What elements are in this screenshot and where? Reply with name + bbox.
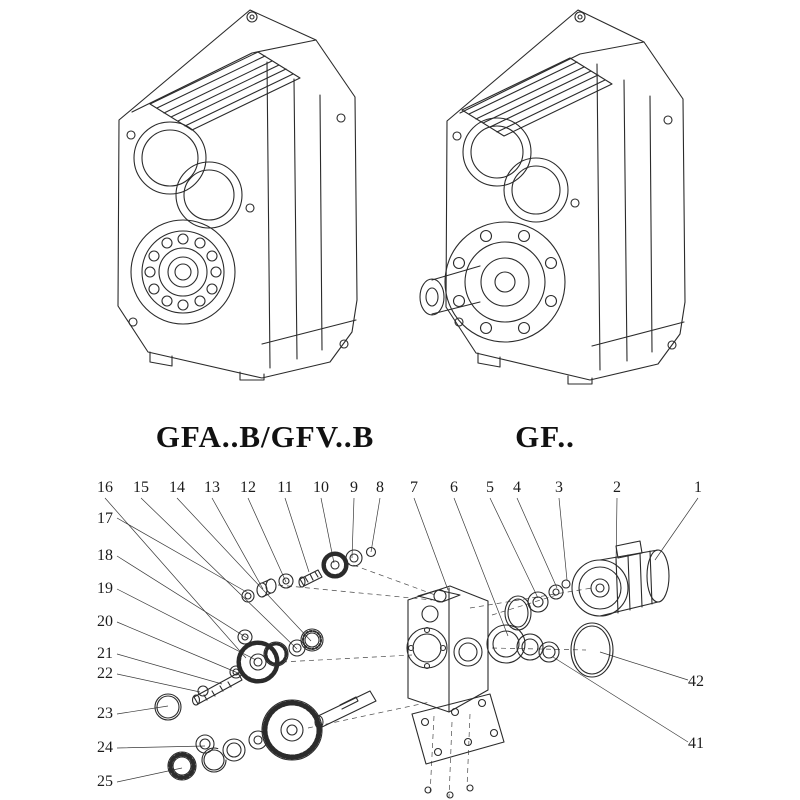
callout-42: 42 (688, 673, 704, 690)
callout-2: 2 (613, 479, 621, 496)
part-intermediate-gear-set (229, 628, 324, 684)
part-cover-plate (411, 693, 505, 799)
callout-9: 9 (350, 479, 358, 496)
output-bearing (130, 219, 236, 325)
callout-17: 17 (97, 510, 113, 527)
part-motor-side-small-parts (504, 579, 571, 631)
callout-4: 4 (513, 479, 521, 496)
caption-gfab: GFA..B/GFV..B (156, 419, 375, 454)
callouts-top-row: 16 15 14 13 12 11 10 9 8 7 6 5 4 3 2 1 (97, 479, 702, 496)
assembly-axis-lines (277, 561, 593, 799)
output-flange-shaft (419, 221, 566, 343)
callout-15: 15 (133, 479, 149, 496)
leader-lines-top (104, 497, 699, 659)
part-input-shaft (154, 672, 243, 721)
part-output-rings (486, 622, 614, 678)
callout-19: 19 (97, 580, 113, 597)
caption-gf: GF.. (515, 419, 575, 454)
callout-16: 16 (97, 479, 113, 496)
callout-13: 13 (204, 479, 220, 496)
part-housing (406, 585, 489, 713)
callout-1: 1 (694, 479, 702, 496)
callout-12: 12 (240, 479, 256, 496)
part-output-shaft-set (167, 690, 377, 781)
callout-41: 41 (688, 735, 704, 752)
callouts-right-column: 42 41 (688, 673, 704, 752)
callout-21: 21 (97, 645, 113, 662)
exploded-view: 16 15 14 13 12 11 10 9 8 7 6 5 4 3 2 1 1… (97, 479, 704, 799)
callout-14: 14 (169, 479, 185, 496)
callout-24: 24 (97, 739, 113, 756)
callout-5: 5 (486, 479, 494, 496)
callout-22: 22 (97, 665, 113, 682)
bearing-bores (462, 117, 569, 223)
callouts-left-column: 17 18 19 20 21 22 23 24 25 (97, 510, 113, 790)
leader-lines-left (116, 517, 257, 783)
callout-11: 11 (277, 479, 292, 496)
callout-8: 8 (376, 479, 384, 496)
callout-3: 3 (555, 479, 563, 496)
figure-right-gearbox (419, 9, 686, 385)
callout-7: 7 (410, 479, 418, 496)
leader-lines-right (552, 651, 689, 743)
callout-25: 25 (97, 773, 113, 790)
part-input-small-parts (241, 546, 377, 603)
callout-6: 6 (450, 479, 458, 496)
callout-23: 23 (97, 705, 113, 722)
cooling-fins (461, 57, 613, 137)
callout-18: 18 (97, 547, 113, 564)
callout-10: 10 (313, 479, 329, 496)
bearing-bores (133, 121, 243, 229)
figure-left-gearbox (117, 9, 358, 381)
part-motor (571, 540, 670, 617)
callout-20: 20 (97, 613, 113, 630)
cooling-fins (149, 51, 301, 131)
